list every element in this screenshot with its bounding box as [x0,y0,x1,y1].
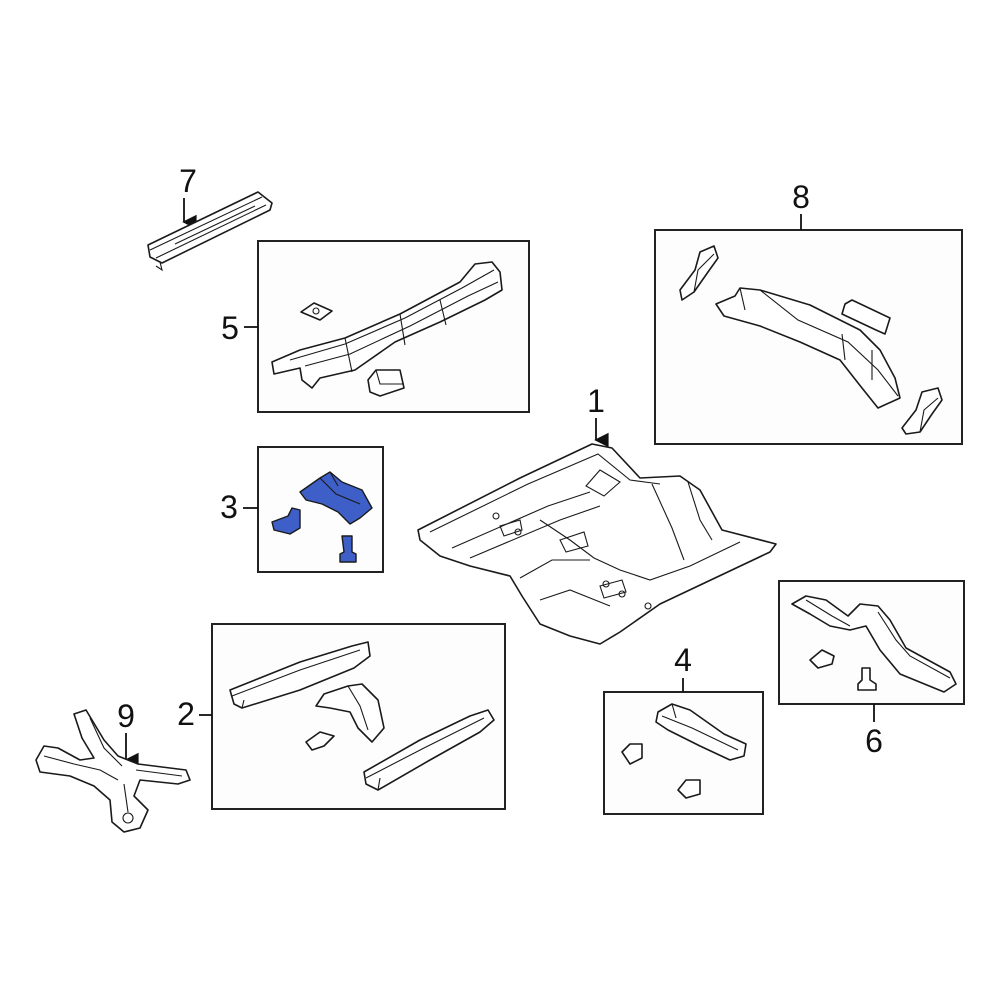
part-5-floor-rail [271,261,503,397]
callout-6: 6 [865,723,883,759]
callout-1: 1 [587,383,605,419]
part-4-crossmember-kit [621,703,747,799]
callout-3: 3 [220,489,238,525]
part-6-rail-kit [791,595,957,693]
callout-4: 4 [674,642,692,678]
highlight-clip [271,507,301,535]
callout-2: 2 [177,696,195,732]
callout-7: 7 [179,163,197,199]
callout-9: 9 [117,698,135,734]
part-9-x-brace [35,709,191,833]
part-1-floor-pan [417,443,777,645]
highlight-bracket [299,471,373,525]
callout-5: 5 [221,310,239,346]
part-8-crossmember [679,245,943,435]
part-2-rail-kit [229,641,495,791]
highlight-bolt [339,535,357,563]
part-7-reinforcement [147,191,273,272]
part-3-bracket-kit [271,471,373,563]
callout-8: 8 [792,179,810,215]
